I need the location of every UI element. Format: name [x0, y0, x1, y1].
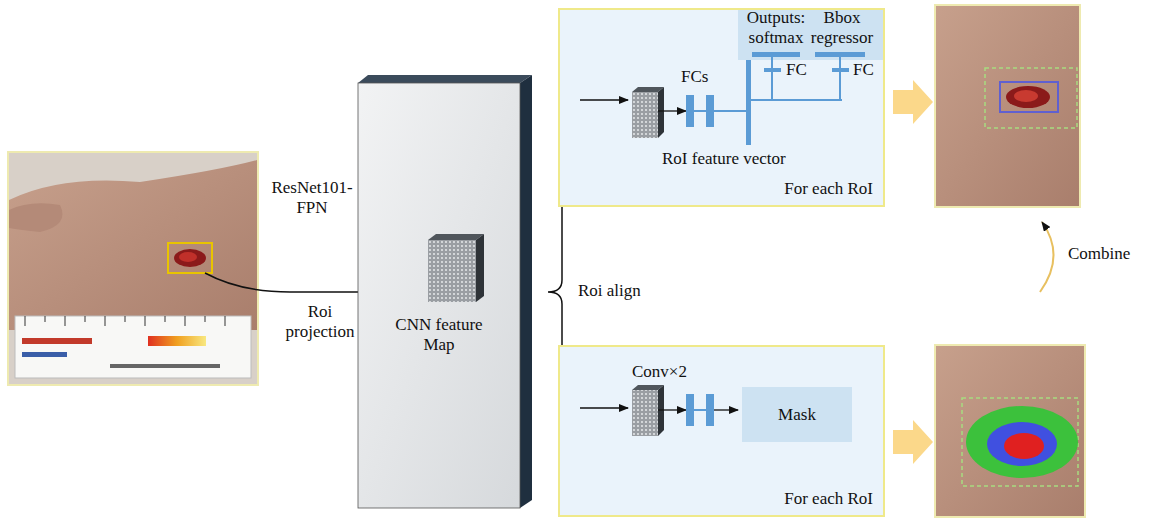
backbone-label: ResNet101-FPN: [266, 178, 358, 217]
layer-label: FC: [853, 60, 874, 80]
output-label: Outputs: softmax: [738, 8, 814, 47]
node-text: Mask: [778, 405, 816, 425]
layer-label: Conv×2: [632, 362, 687, 382]
feature-map-slab: [358, 75, 532, 508]
combine-label: Combine: [1068, 244, 1130, 264]
mask-head-panel: For each RoI Mask: [558, 345, 885, 517]
projection-label: Roi projection: [280, 302, 360, 341]
result-arrow: [893, 420, 933, 464]
node-text: CNN feature Map: [384, 315, 494, 354]
roi-arrow: [580, 99, 628, 101]
combine-arrow: [1040, 222, 1054, 292]
panel-fill: [558, 8, 885, 207]
layer-label: FCs: [681, 67, 708, 87]
box-head: [632, 52, 865, 145]
result-arrow: [893, 80, 933, 124]
feature-map: CNN feature Map: [358, 83, 520, 508]
layer-label: FC: [786, 60, 807, 80]
roi-align-label: Roi align: [578, 281, 641, 301]
vector-label: RoI feature vector: [662, 149, 786, 169]
mask-result: [935, 345, 1085, 517]
mask-box: Mask: [742, 387, 852, 442]
detection-result: [935, 5, 1080, 207]
node-text: For each RoI: [784, 179, 873, 199]
node-text: For each RoI: [784, 489, 873, 509]
foot-photo: [8, 152, 258, 385]
mask-head: [632, 385, 738, 436]
roi-arrow: [580, 407, 628, 409]
output-label: Bbox regressor: [804, 8, 880, 47]
panel-fill: [558, 345, 885, 517]
